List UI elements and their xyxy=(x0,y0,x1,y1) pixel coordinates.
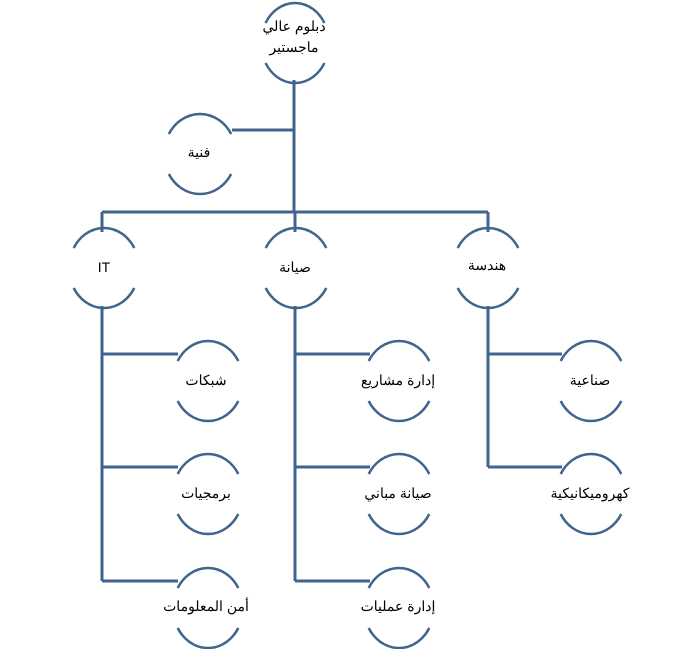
node-building-maintenance: صيانة مباني xyxy=(364,485,431,501)
node-info-security: أمن المعلومات xyxy=(163,596,249,615)
node-maintenance: صيانة xyxy=(279,259,311,275)
node-engineering: هندسة xyxy=(468,257,506,273)
node-shape-technical xyxy=(167,112,233,196)
connector-lines xyxy=(100,80,562,583)
node-shape-it xyxy=(72,226,136,310)
node-technical: فنية xyxy=(188,144,211,160)
node-root-line2: ماجستير xyxy=(268,39,318,56)
node-programming: برمجيات xyxy=(181,485,231,502)
node-shape-engineering xyxy=(456,226,520,310)
node-labels: دبلوم عالي ماجستير فنية IT صيانة هندسة ش… xyxy=(98,18,630,615)
node-shape-programming xyxy=(176,452,240,536)
node-operations-management: إدارة عمليات xyxy=(361,598,436,615)
node-project-management: إدارة مشاريع xyxy=(361,372,435,389)
node-shape-building-maintenance xyxy=(367,452,431,536)
node-shape-operations-management xyxy=(367,566,431,649)
node-shape-maintenance xyxy=(264,226,328,310)
node-shape-info-security xyxy=(176,566,240,649)
node-shape-networks xyxy=(176,339,240,423)
node-networks: شبكات xyxy=(185,372,226,388)
node-root-line1: دبلوم عالي xyxy=(262,18,325,35)
node-shape-project-management xyxy=(367,339,431,423)
node-it: IT xyxy=(98,259,111,275)
node-electromechanical: كهروميكانيكية xyxy=(551,485,630,502)
node-shape-industrial xyxy=(559,339,623,423)
node-industrial: صناعية xyxy=(570,372,610,388)
node-shapes xyxy=(72,1,623,649)
node-shape-electromechanical xyxy=(559,452,623,536)
node-shape-root xyxy=(264,1,326,85)
